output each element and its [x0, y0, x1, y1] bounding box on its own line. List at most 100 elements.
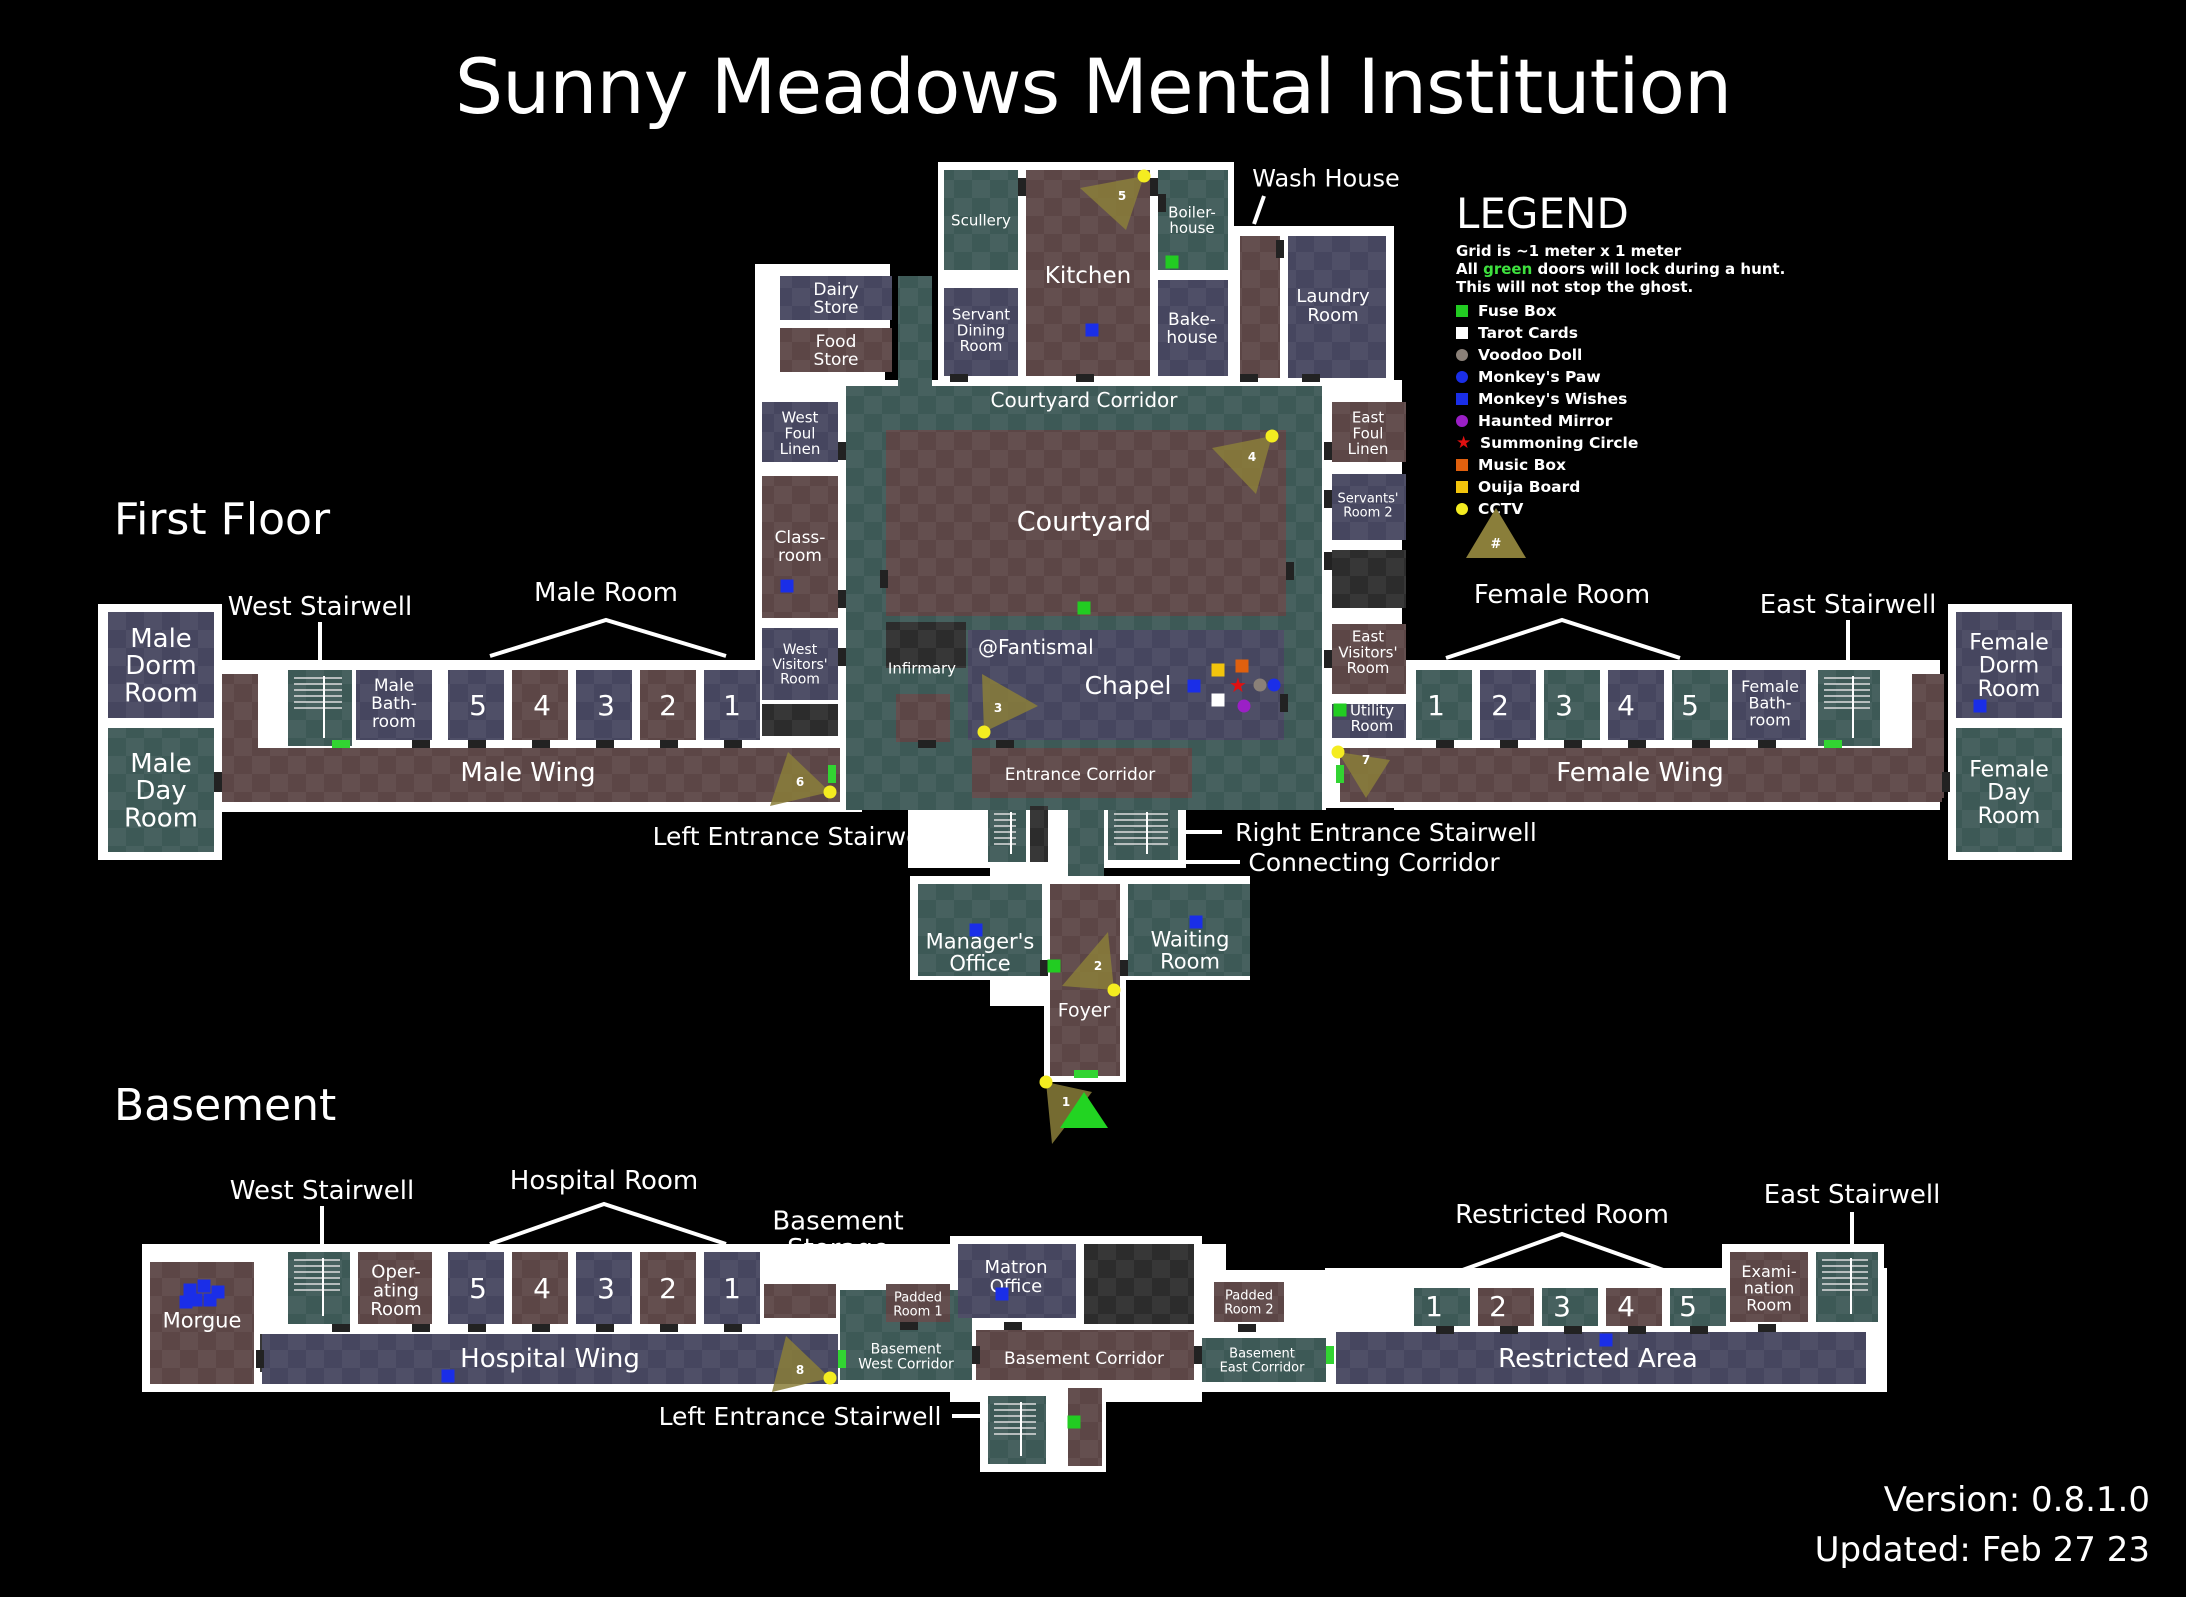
cctv-number: 6 [796, 775, 804, 789]
monkeys-wishes-marker [179, 1295, 193, 1309]
monkeys-wishes-marker [189, 1293, 203, 1307]
hospital-cell-room [448, 1252, 504, 1324]
legend-note-grid: Grid is ~1 meter x 1 meter [1456, 242, 1682, 260]
cctv-number: 7 [1362, 753, 1370, 767]
female-wing-label: Female Wing [1556, 758, 1724, 788]
east-closet [1332, 550, 1406, 608]
cell-number: 4 [1617, 689, 1635, 722]
kitchen-label: Kitchen [1045, 263, 1131, 289]
green-door [838, 1350, 846, 1368]
female-cell-room [1544, 670, 1600, 740]
door [468, 1324, 486, 1332]
cctv-6 [823, 785, 837, 799]
b-east-stairwell [1816, 1252, 1878, 1322]
door [1324, 552, 1332, 570]
bracket-line [489, 617, 727, 658]
cctv-7 [1331, 745, 1345, 759]
courtyard-corridor-label: Courtyard Corridor [991, 388, 1179, 412]
pointer-line [1252, 195, 1266, 225]
cctv-cone [1062, 932, 1114, 990]
door [950, 374, 968, 382]
legend-swatch-icon [1456, 415, 1468, 427]
legend-note-doors-green: green [1483, 260, 1533, 278]
legend: LEGEND Grid is ~1 meter x 1 meter All gr… [1456, 190, 1816, 558]
female-cell-room [1480, 670, 1536, 740]
wash-house-label: Wash House [1252, 164, 1399, 192]
b-left-entrance-stairwell [988, 1396, 1046, 1464]
door [838, 648, 846, 666]
cell-number: 1 [723, 689, 741, 722]
laundry-room [1288, 236, 1386, 378]
male-cell-room [576, 670, 632, 740]
legend-swatch-icon [1456, 503, 1468, 515]
cctv-number: 5 [1118, 189, 1126, 203]
door [532, 740, 550, 748]
restricted-cell-room [1670, 1288, 1726, 1326]
male-cell-room [640, 670, 696, 740]
restricted-area-label: Restricted Area [1498, 1344, 1698, 1374]
basement-corridor-label: Basement Corridor [1004, 1349, 1164, 1369]
male-wing-label: Male Wing [460, 758, 595, 788]
scullery-room [944, 170, 1018, 270]
cell-number: 4 [533, 1272, 551, 1305]
left-entrance-passage [1030, 806, 1048, 862]
boilerhouse-room [1158, 170, 1228, 270]
hospital-wing-room [262, 1334, 838, 1384]
green-door [1824, 740, 1842, 748]
female-room-label: Female Room [1474, 580, 1650, 610]
section-first-floor: First Floor [114, 494, 331, 545]
servant-dining-room [944, 288, 1018, 376]
legend-item-label: Voodoo Doll [1478, 346, 1583, 364]
connecting-corridor-label: Connecting Corridor [1248, 848, 1500, 877]
section-basement: Basement [114, 1080, 337, 1131]
bracket-line [1445, 1231, 1681, 1278]
door [1276, 240, 1284, 258]
restricted-cell-room [1606, 1288, 1662, 1326]
cctv-4 [1265, 429, 1279, 443]
door [1076, 374, 1094, 382]
cctv-cone [772, 1336, 830, 1392]
hospital-cell-room [576, 1252, 632, 1324]
cctv-number: 3 [994, 701, 1002, 715]
door [1564, 1326, 1582, 1334]
hospital-cell-room [512, 1252, 568, 1324]
connecting-corridor-room [1068, 806, 1104, 876]
door [1758, 1324, 1776, 1332]
east-foul-linen-room [1332, 402, 1406, 462]
monkeys-wishes-marker [1085, 323, 1099, 337]
bakehouse-label: Bake-house [1166, 310, 1217, 348]
legend-swatch-icon [1456, 371, 1468, 383]
cctv-5 [1137, 169, 1151, 183]
basement-storage-room [764, 1284, 836, 1318]
west-foul-linen-room [762, 402, 838, 462]
monkeys-wishes-marker [1973, 699, 1987, 713]
legend-item: Tarot Cards [1456, 322, 1816, 344]
b-west-stairwell-label: West Stairwell [230, 1176, 414, 1206]
monkeys-wishes-marker [780, 579, 794, 593]
updated-label: Updated: Feb 27 23 [1814, 1530, 2150, 1570]
legend-swatch-icon [1456, 459, 1468, 471]
monkeys-wishes-marker [197, 1279, 211, 1293]
legend-swatch-icon [1456, 481, 1468, 493]
male-bathroom [356, 670, 432, 740]
foyer-label: Foyer [1058, 1000, 1111, 1022]
cctv-cone [1338, 752, 1390, 798]
legend-note-doors: All green doors will lock during a hunt. [1456, 260, 1816, 278]
cell-number: 2 [659, 1272, 677, 1305]
cell-number: 5 [1679, 1290, 1697, 1323]
door [1286, 562, 1294, 580]
legend-swatch-icon [1456, 349, 1468, 361]
green-door [1336, 765, 1344, 783]
cell-number: 2 [659, 689, 677, 722]
legend-note-doors-post: doors will lock during a hunt. [1532, 260, 1786, 278]
